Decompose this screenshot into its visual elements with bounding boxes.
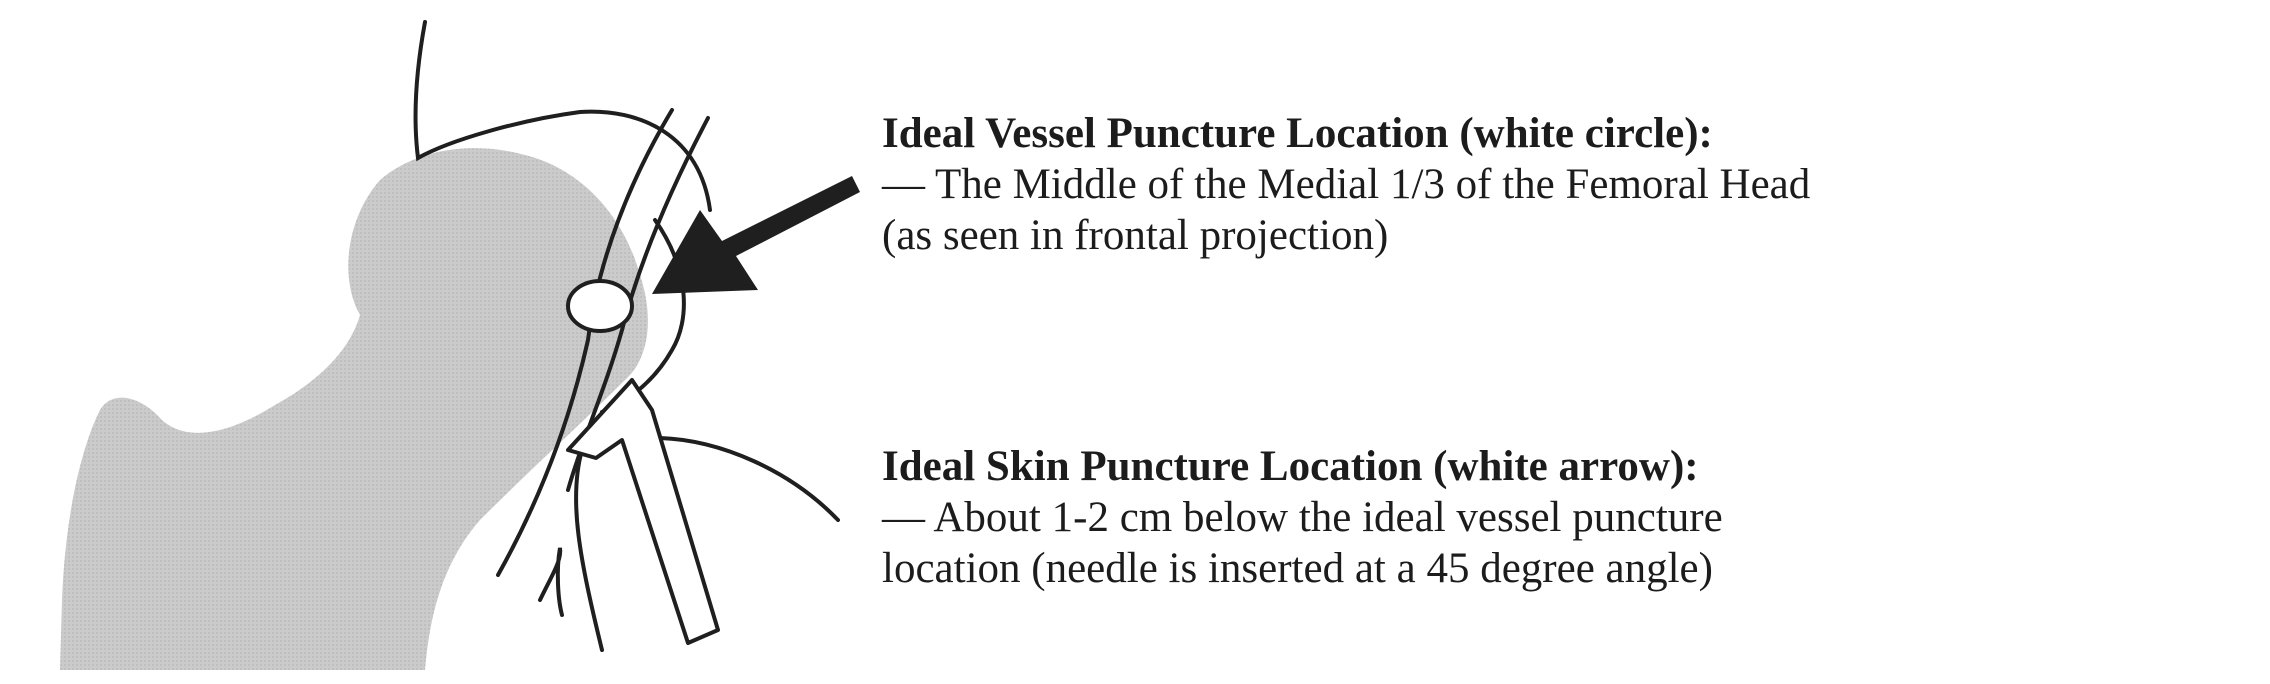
white-arrow-icon	[566, 378, 720, 645]
vessel-puncture-line-1: — The Middle of the Medial 1/3 of the Fe…	[882, 161, 1811, 208]
vessel-lower-line	[574, 448, 604, 652]
skin-puncture-heading: Ideal Skin Puncture Location (white arro…	[882, 443, 1699, 490]
small-vessel-mark	[538, 547, 564, 617]
skin-puncture-callout: Ideal Skin Puncture Location (white arro…	[882, 441, 1723, 594]
vessel-puncture-line-2: (as seen in frontal projection)	[882, 212, 1389, 259]
vessel-line-lateral	[496, 108, 674, 577]
vessel-puncture-callout: Ideal Vessel Puncture Location (white ci…	[882, 108, 1810, 261]
skin-puncture-line-2: location (needle is inserted at a 45 deg…	[882, 545, 1713, 592]
femur-bone	[60, 148, 648, 671]
vessel-branch-line	[658, 436, 840, 522]
vessel-puncture-heading: Ideal Vessel Puncture Location (white ci…	[882, 110, 1713, 157]
white-circle-icon	[566, 279, 634, 333]
pelvic-contour-line	[413, 20, 712, 212]
skin-puncture-line-1: — About 1-2 cm below the ideal vessel pu…	[882, 494, 1723, 541]
black-arrow-icon	[652, 176, 860, 294]
